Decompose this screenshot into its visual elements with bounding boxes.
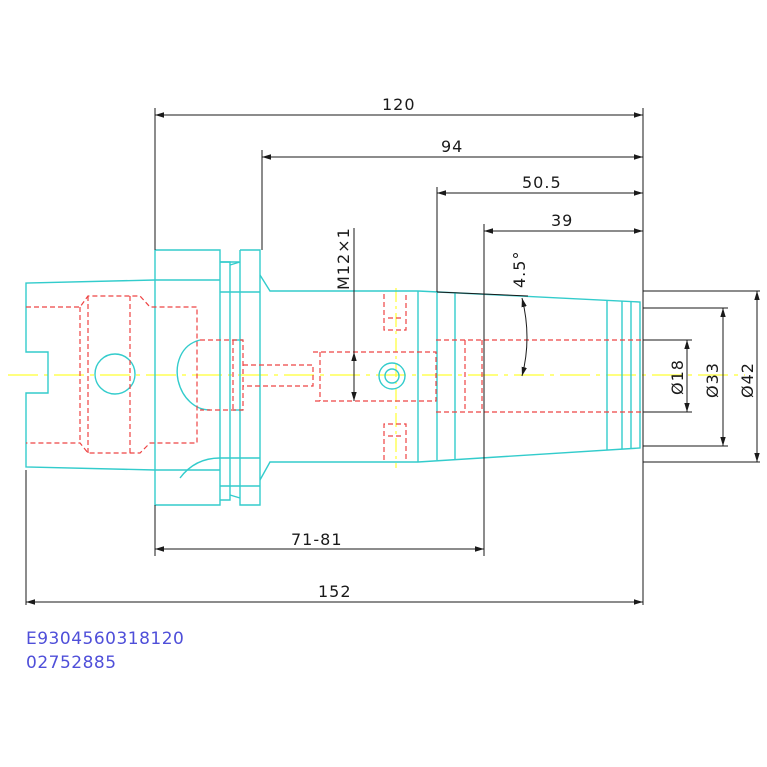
dimension-lines bbox=[25, 108, 760, 605]
hidden-features bbox=[26, 294, 642, 460]
dim-50-5: 50.5 bbox=[522, 173, 562, 192]
dim-120: 120 bbox=[382, 95, 416, 114]
dim-71-81: 71-81 bbox=[291, 530, 343, 549]
dim-thread: M12×1 bbox=[334, 227, 353, 290]
dim-152: 152 bbox=[318, 582, 352, 601]
holder-outline bbox=[25, 249, 641, 506]
dim-dia-33: Ø33 bbox=[703, 362, 722, 398]
dim-dia-18: Ø18 bbox=[668, 359, 687, 395]
dim-39: 39 bbox=[551, 211, 573, 230]
dim-taper-angle: 4.5° bbox=[510, 251, 529, 288]
dim-dia-42: Ø42 bbox=[738, 362, 757, 398]
part-code: E9304560318120 bbox=[26, 629, 185, 649]
article-number: 02752885 bbox=[26, 653, 117, 673]
dim-94: 94 bbox=[441, 137, 463, 156]
